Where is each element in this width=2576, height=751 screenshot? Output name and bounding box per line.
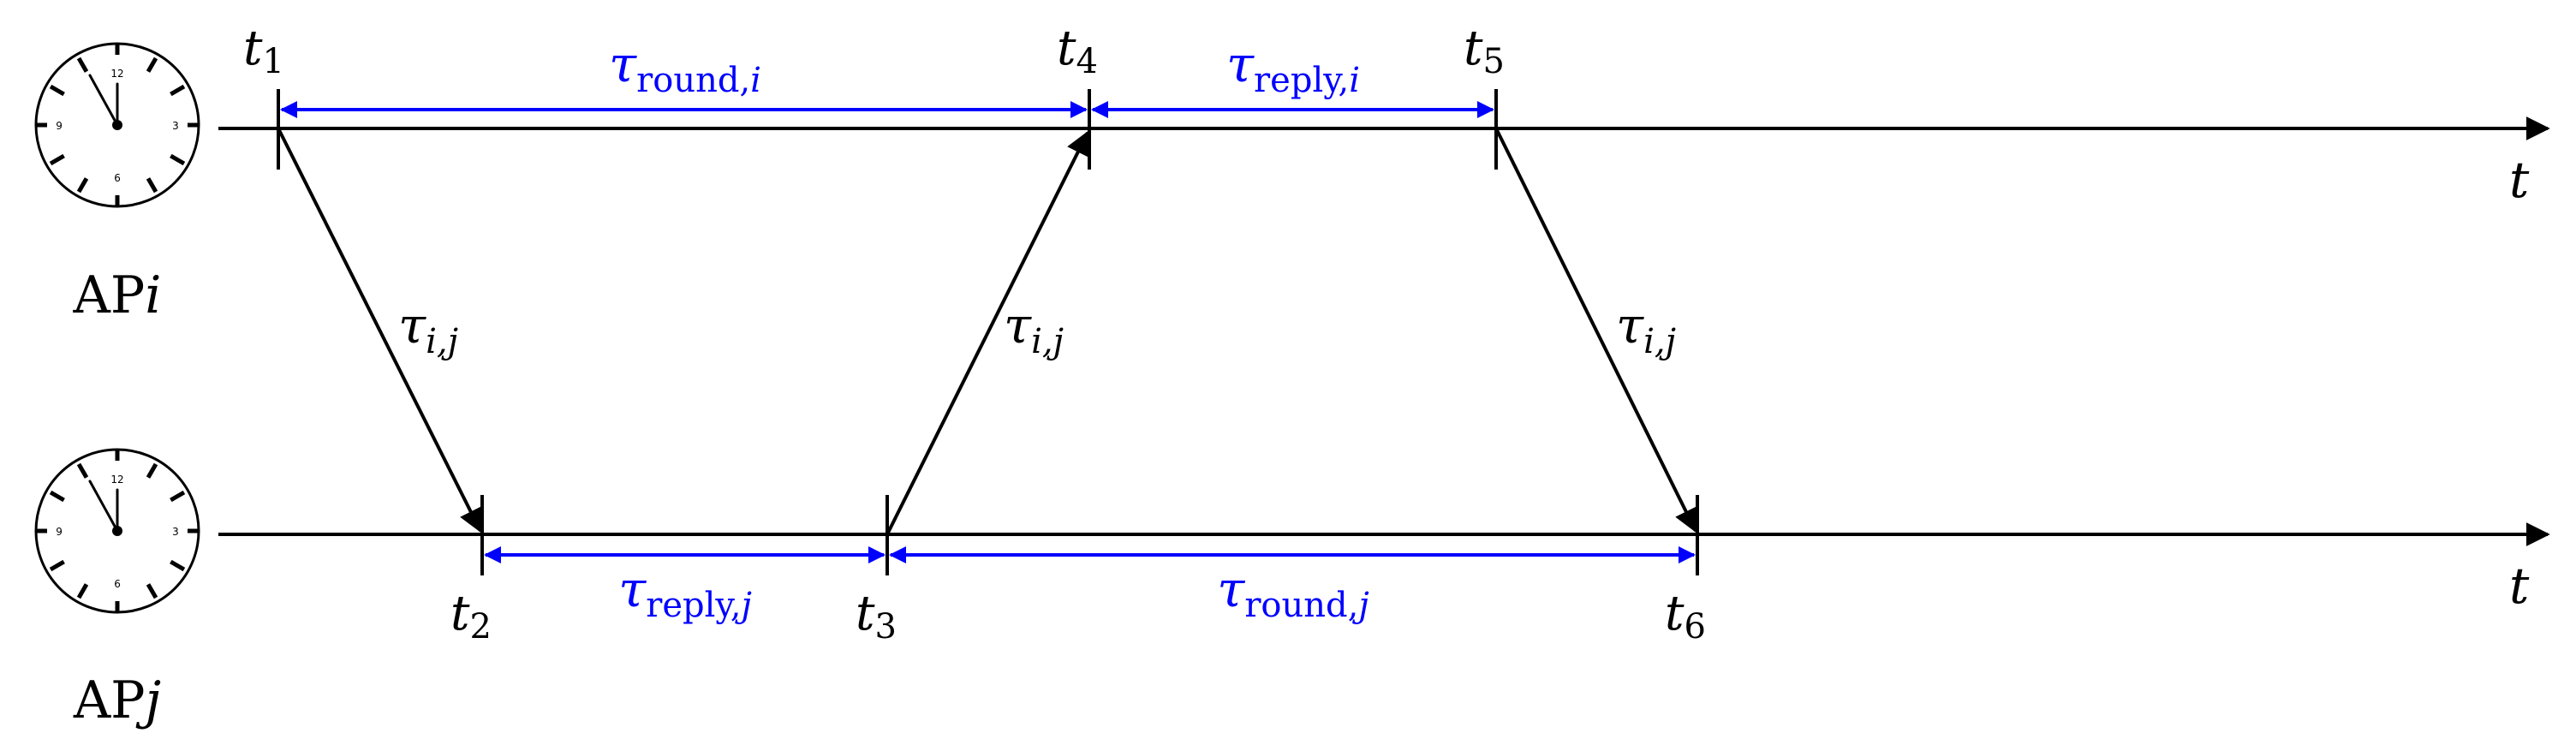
axis-label-t-ap-j: t (2509, 557, 2530, 615)
clock-icon-ap-i: 12 3 6 9 (34, 42, 200, 208)
interval-label-reply-j: τreply,j (618, 560, 752, 625)
timestamp-t4: t4 (1057, 21, 1098, 81)
interval-label-round-j: τround,j (1217, 560, 1369, 625)
clock-icon-ap-j: 12 3 6 9 (34, 448, 200, 614)
timestamp-t2: t2 (450, 586, 492, 647)
timestamp-t3: t3 (856, 586, 897, 647)
message-arrow-t5-t6 (1494, 128, 1697, 533)
timestamp-t1: t1 (243, 21, 284, 81)
message-label-1: τi,j (398, 296, 458, 361)
message-label-3: τi,j (1616, 296, 1676, 361)
timestamp-t6: t6 (1665, 586, 1706, 647)
axis-label-t-ap-i: t (2509, 151, 2530, 209)
svg-text:3: 3 (172, 120, 179, 132)
clock-hour-mark (146, 57, 158, 73)
clock-hour-mark (146, 462, 158, 479)
interval-label-round-i: τround,i (609, 35, 761, 100)
svg-text:9: 9 (56, 120, 63, 132)
clock-hour-mark (49, 153, 65, 166)
clock-hour-mark (170, 153, 186, 166)
clock-hour-mark (76, 462, 89, 479)
clock-hour-mark (146, 177, 158, 194)
clock-hour-mark (170, 559, 186, 572)
svg-text:6: 6 (114, 172, 121, 184)
message-arrow-t1-t2 (277, 128, 482, 533)
svg-text:3: 3 (172, 526, 179, 538)
message-label-2: τi,j (1004, 296, 1064, 361)
clock-hour-mark (76, 583, 89, 599)
clock-hour-mark (76, 57, 89, 73)
svg-text:12: 12 (110, 68, 123, 80)
svg-text:9: 9 (56, 526, 63, 538)
node-label-ap-i: APi (73, 265, 162, 325)
clock-hour-mark (76, 177, 89, 194)
svg-text:6: 6 (114, 578, 121, 590)
clock-hour-mark (170, 84, 186, 97)
clock-hour-mark (170, 490, 186, 503)
node-label-ap-j: APj (73, 671, 161, 730)
clock-hour-mark (146, 583, 158, 599)
message-arrow-t3-t4 (886, 130, 1089, 535)
clock-hour-mark (49, 490, 65, 503)
clock-hour-mark (49, 84, 65, 97)
timestamp-t5: t5 (1464, 21, 1505, 81)
clock-hour-mark (49, 559, 65, 572)
svg-text:12: 12 (110, 474, 123, 486)
interval-label-reply-i: τreply,i (1226, 35, 1360, 100)
